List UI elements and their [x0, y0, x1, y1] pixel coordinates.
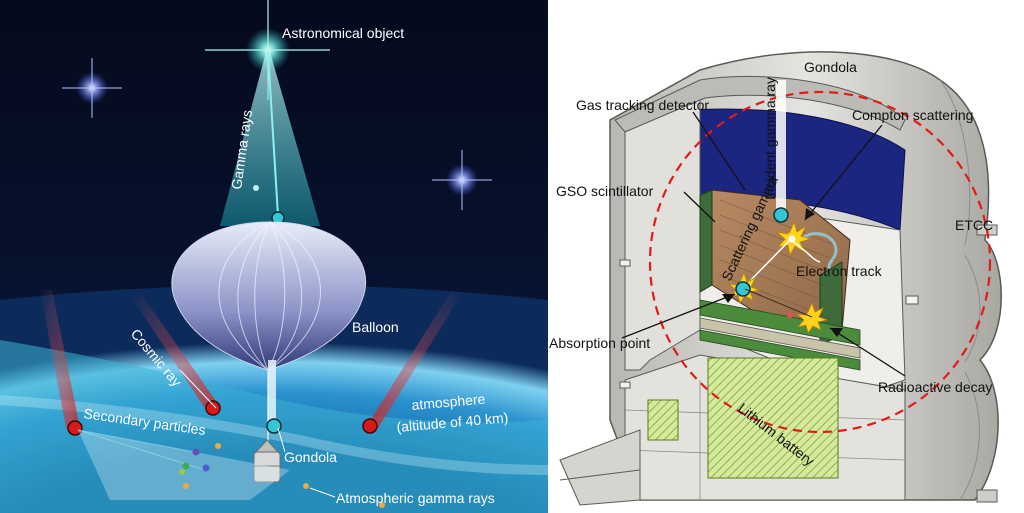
- label-incident-gamma-ray: Incident gamma ray: [762, 77, 778, 200]
- cloud-band: [0, 395, 549, 475]
- cosmic-ray-marker-right: [362, 418, 378, 434]
- battery-block-small: [647, 399, 679, 441]
- cutaway-interior: [624, 99, 906, 396]
- cosmic-ray-trail-left: [40, 290, 80, 428]
- star-right: [432, 150, 492, 210]
- label-atmospheric-gamma-rays: Atmospheric gamma rays: [336, 490, 495, 506]
- gondola-beam: [268, 360, 276, 422]
- label-gso-scintillator: GSO scintillator: [556, 183, 654, 199]
- incident-gamma-beam: [776, 80, 786, 210]
- particle-dot: [183, 483, 189, 489]
- cosmic-ray-trail-center: [130, 295, 218, 410]
- arrow-heads: [722, 208, 843, 337]
- cosmic-ray-marker-left: [67, 420, 83, 436]
- label-astronomical-object: Astronomical object: [282, 25, 404, 41]
- particle-dot: [379, 502, 385, 508]
- cosmic-ray-trail-right: [368, 290, 462, 428]
- label-compton-scattering: Compton scattering: [852, 107, 973, 123]
- absorption-burst: [727, 271, 761, 304]
- leader-lines: [621, 111, 906, 377]
- label-radioactive-decay: Radioactive decay: [878, 379, 992, 395]
- right-panel: Gondola Gas tracking detector Incident g…: [548, 0, 1024, 513]
- label-gas-tracking-detector: Gas tracking detector: [576, 97, 709, 113]
- particle-dot: [192, 448, 200, 456]
- balloon-illustration: [171, 221, 367, 450]
- particle-dot: [202, 464, 210, 472]
- label-atmosphere: atmosphere: [411, 391, 486, 413]
- radioactive-decay-burst: [787, 301, 829, 334]
- label-electron-track: Electron track: [796, 263, 883, 279]
- particle-dot: [303, 483, 309, 489]
- gondola-marker: [266, 418, 282, 434]
- gamma-ray-line: [267, 51, 279, 217]
- star-left: [62, 58, 122, 118]
- incident-gamma-marker: [773, 207, 789, 223]
- label-gondola-left: Gondola: [284, 449, 337, 465]
- gamma-label-dot: [253, 185, 259, 191]
- label-absorption-point: Absorption point: [549, 335, 650, 351]
- label-etcc: ETCC: [955, 217, 993, 233]
- lithium-battery-block: [707, 357, 839, 479]
- gondola-illustration: [253, 439, 281, 483]
- particle-dot: [182, 462, 190, 470]
- gamma-ray-beam: [220, 52, 320, 226]
- label-balloon: Balloon: [352, 319, 399, 335]
- particle-dot: [215, 443, 221, 449]
- particle-dot: [179, 469, 185, 475]
- cosmic-ray-marker-center: [205, 400, 221, 416]
- etcc-highlight-circle: [648, 90, 992, 434]
- lower-section: [559, 259, 919, 506]
- label-gondola-right: Gondola: [804, 59, 857, 75]
- left-panel: Astronomical object Gamma rays Balloon C…: [0, 0, 549, 513]
